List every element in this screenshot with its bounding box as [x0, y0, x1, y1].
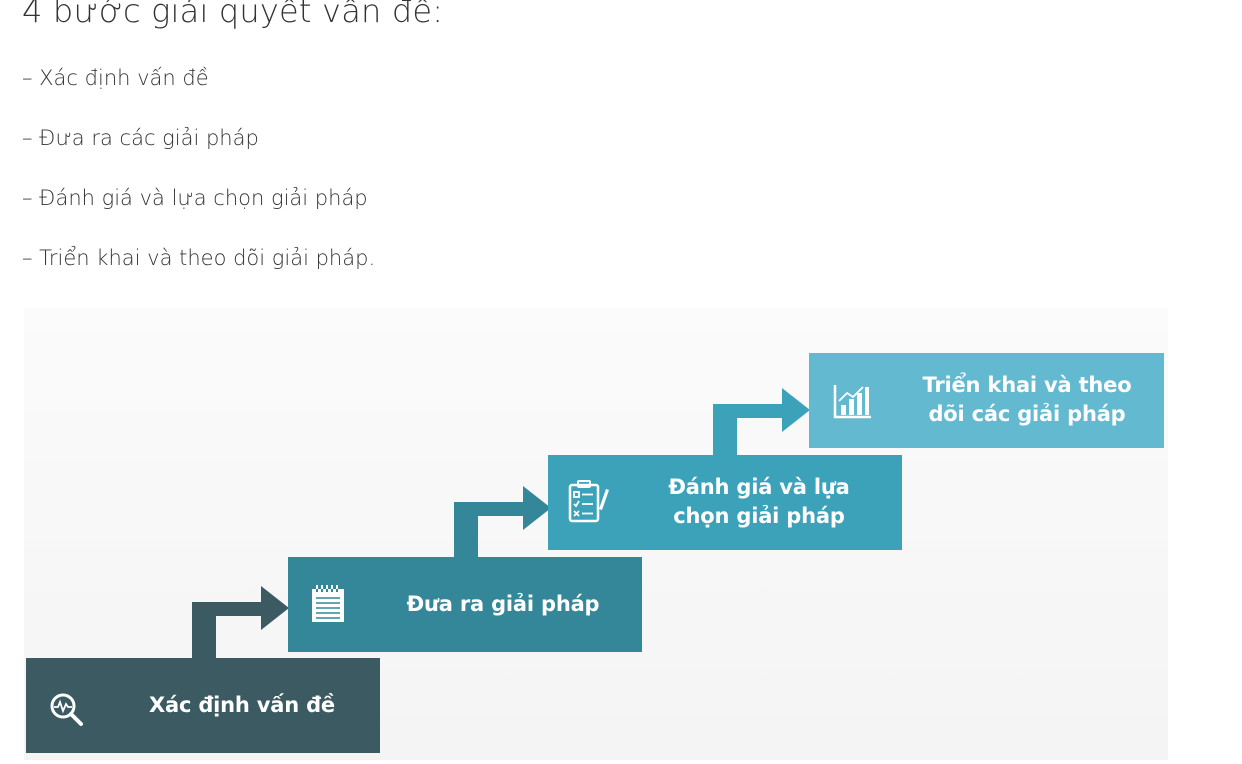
list-item: – Đánh giá và lựa chọn giải pháp [22, 186, 368, 210]
step-label-line: chọn giải pháp [673, 504, 845, 528]
step-arrow-1 [192, 586, 289, 661]
step-label: Đánh giá và lựa chọn giải pháp [638, 473, 880, 531]
step-label: Triển khai và theo dõi các giải pháp [907, 371, 1147, 429]
step-label-line: dõi các giải pháp [928, 402, 1126, 426]
step-box-evaluate-choose: Đánh giá và lựa chọn giải pháp [548, 455, 902, 550]
step-arrow-3 [713, 388, 810, 460]
section-heading: 4 bước giải quyết vấn đề: [22, 0, 444, 30]
steps-list: – Xác định vấn đề – Đưa ra các giải pháp… [22, 64, 375, 304]
magnifier-pulse-icon [50, 693, 83, 726]
list-item: – Triển khai và theo dõi giải pháp. [22, 246, 376, 270]
step-box-implement-monitor: Triển khai và theo dõi các giải pháp [809, 353, 1164, 448]
list-item: – Xác định vấn đề [22, 66, 209, 90]
step-box-identify-problem: Xác định vấn đề [26, 658, 380, 753]
list-item: – Đưa ra các giải pháp [22, 126, 259, 150]
step-label: Xác định vấn đề [149, 693, 335, 717]
step-label-line: Đánh giá và lựa [668, 475, 850, 499]
bar-chart-icon [833, 385, 871, 419]
step-box-propose-solutions: Đưa ra giải pháp [288, 557, 642, 652]
problem-solving-staircase-diagram: Xác định vấn đề [24, 308, 1168, 760]
step-arrow-2 [454, 486, 551, 561]
notepad-icon [312, 585, 344, 622]
step-label-line: Triển khai và theo [922, 373, 1132, 397]
step-label: Đưa ra giải pháp [406, 592, 600, 616]
checklist-icon [568, 480, 609, 523]
